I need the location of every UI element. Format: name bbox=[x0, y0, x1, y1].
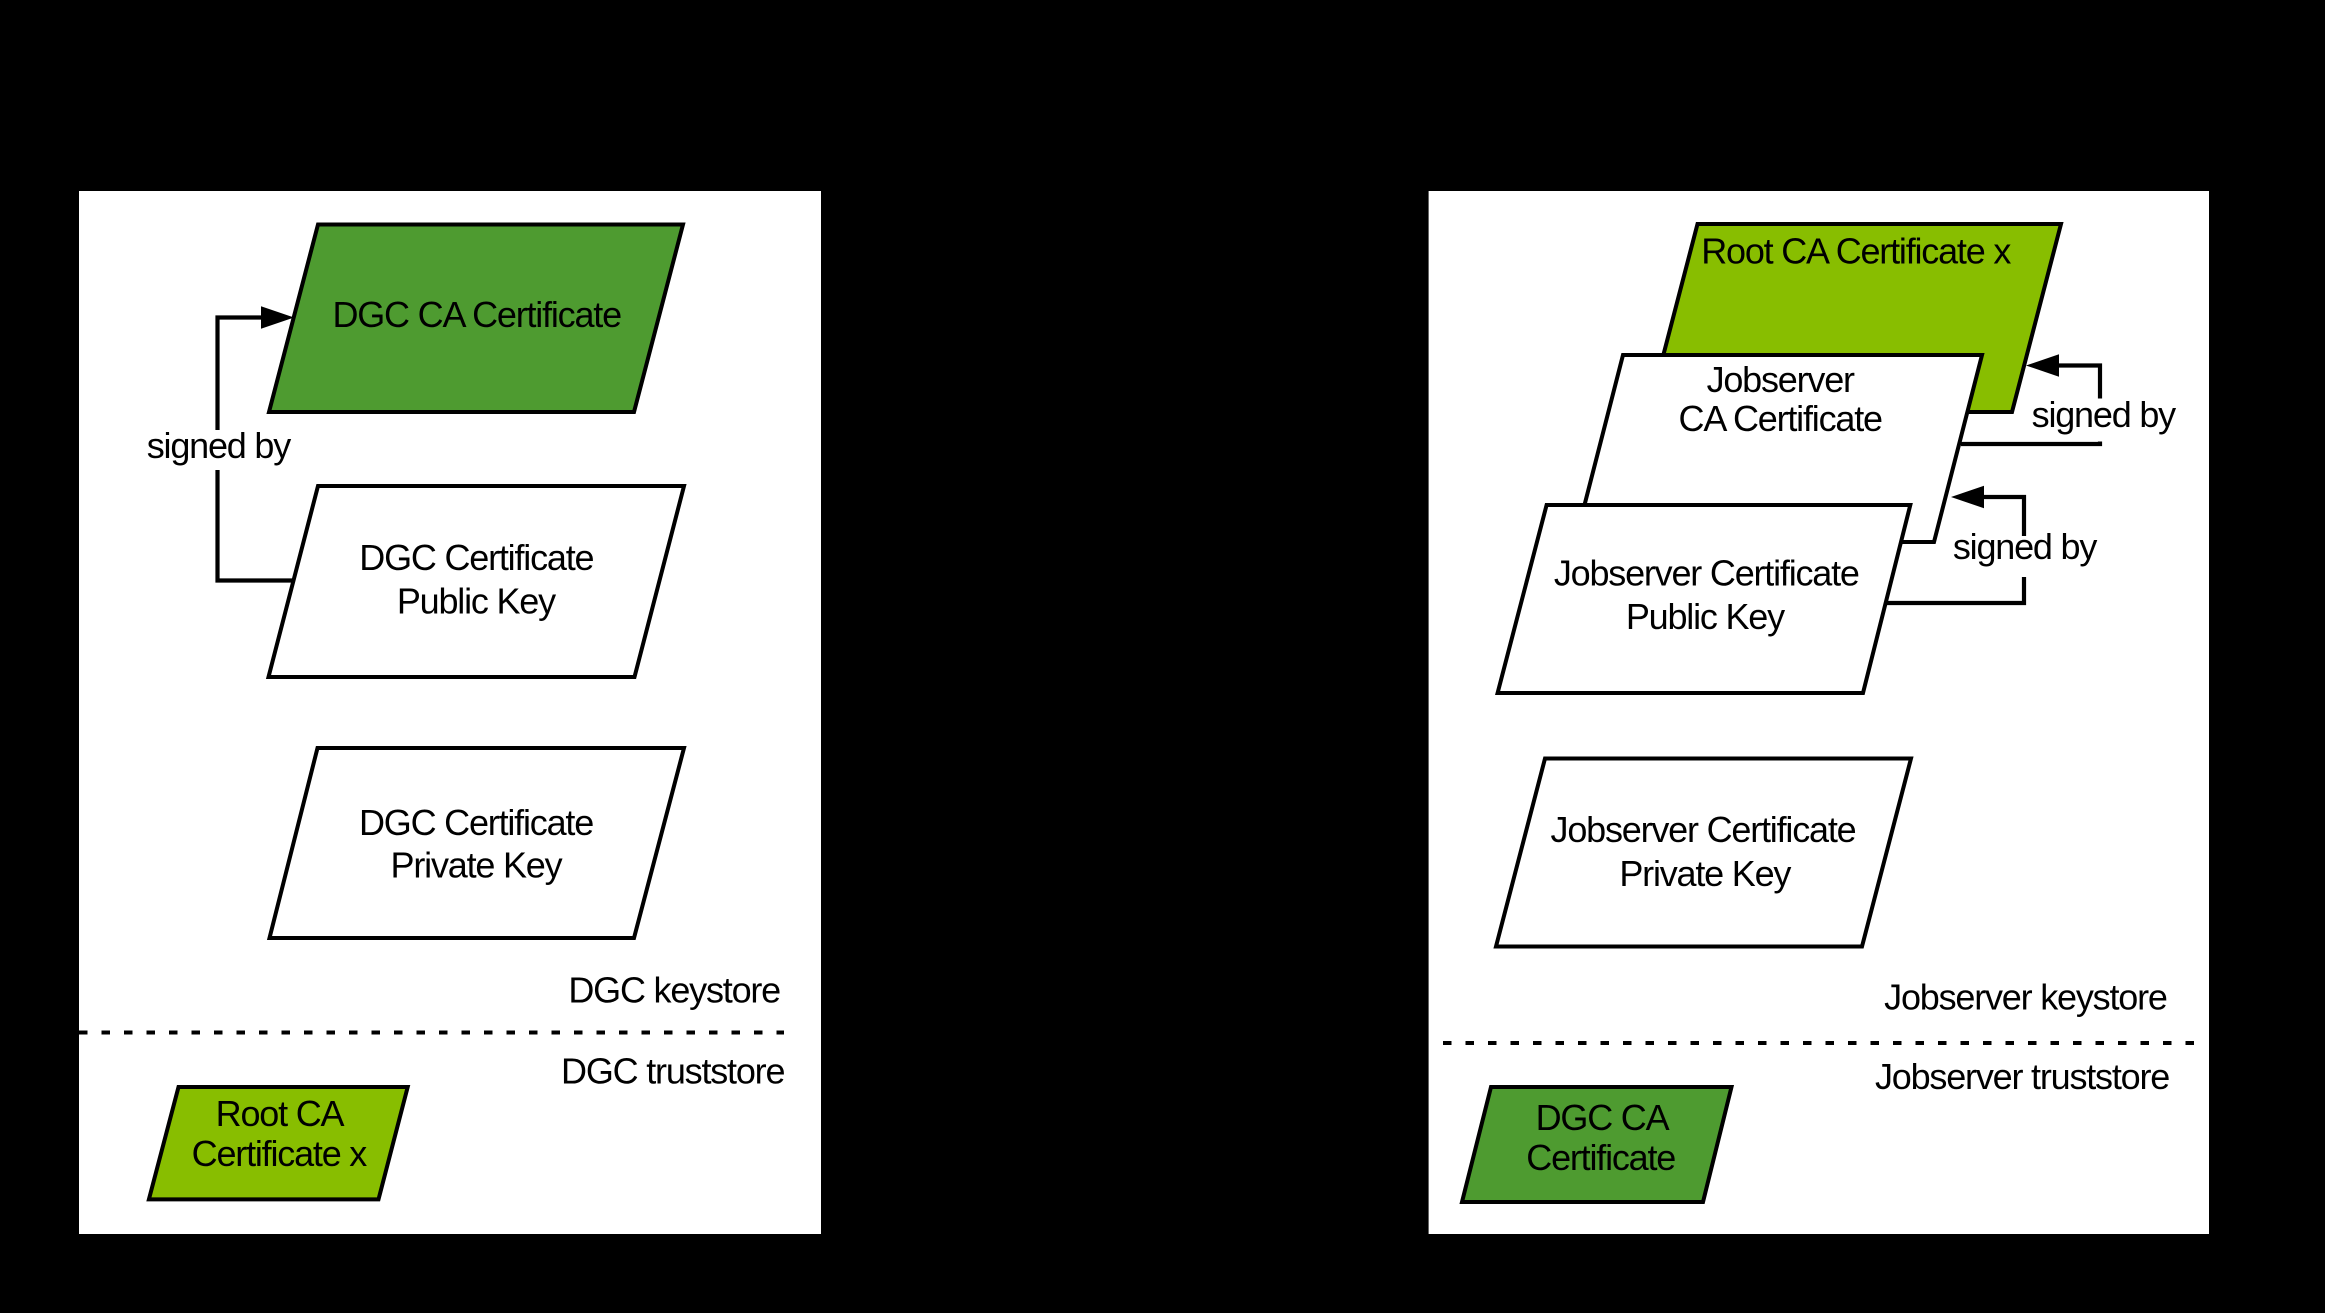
svg-text:DGC Certificate: DGC Certificate bbox=[359, 802, 593, 843]
svg-text:Jobserver truststore: Jobserver truststore bbox=[1875, 1056, 2169, 1097]
svg-text:DGC truststore: DGC truststore bbox=[561, 1051, 784, 1092]
svg-text:Jobserver Certificate: Jobserver Certificate bbox=[1554, 552, 1859, 593]
svg-text:Private Key: Private Key bbox=[391, 845, 563, 886]
svg-text:DGC Certificate: DGC Certificate bbox=[359, 537, 593, 578]
svg-text:CA Certificate: CA Certificate bbox=[1679, 398, 1882, 439]
svg-text:Jobserver: Jobserver bbox=[1707, 359, 1855, 400]
svg-text:Jobserver keystore: Jobserver keystore bbox=[1884, 976, 2167, 1017]
svg-text:Jobserver Certificate: Jobserver Certificate bbox=[1551, 809, 1856, 850]
svg-text:Root CA Certificate x: Root CA Certificate x bbox=[1701, 231, 2011, 272]
svg-text:Public Key: Public Key bbox=[1626, 596, 1785, 637]
svg-text:DGC keystore: DGC keystore bbox=[568, 969, 780, 1010]
svg-text:DGC CA: DGC CA bbox=[1536, 1097, 1670, 1138]
svg-text:signed by: signed by bbox=[147, 425, 292, 466]
svg-text:Certificate x: Certificate x bbox=[192, 1133, 368, 1174]
svg-text:Certificate: Certificate bbox=[1526, 1137, 1675, 1178]
svg-text:Private Key: Private Key bbox=[1619, 853, 1791, 894]
svg-text:Root CA: Root CA bbox=[216, 1093, 345, 1134]
svg-text:Public Key: Public Key bbox=[397, 581, 556, 622]
svg-text:DGC CA Certificate: DGC CA Certificate bbox=[332, 294, 621, 335]
svg-text:signed by: signed by bbox=[2032, 394, 2177, 435]
svg-text:signed by: signed by bbox=[1953, 526, 2098, 567]
